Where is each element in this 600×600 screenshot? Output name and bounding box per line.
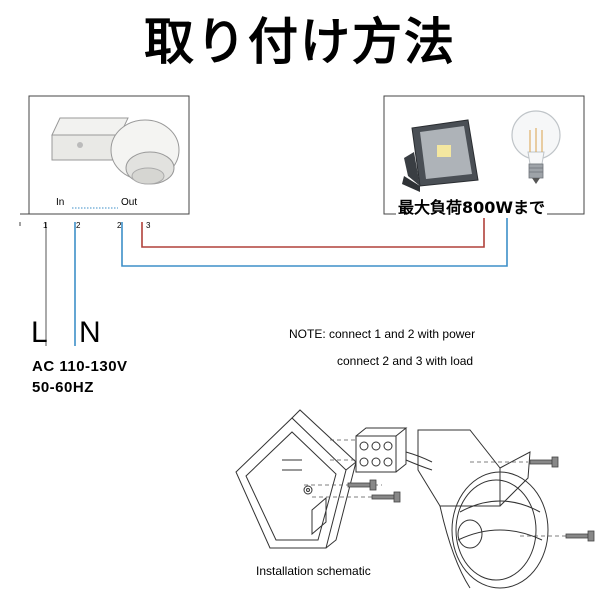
wire-3-load-live: [141, 214, 485, 248]
motion-sensor-image: [51, 117, 180, 185]
live-label: L: [31, 316, 48, 349]
screw-4: [371, 491, 401, 503]
note-load: connect 2 and 3 with load: [337, 354, 474, 368]
screw-1: [529, 456, 559, 468]
terminal-2-out: 2: [117, 221, 122, 230]
out-label: Out: [121, 197, 138, 208]
schematic-caption: Installation schematic: [256, 564, 371, 578]
screw-2: [565, 530, 595, 542]
screw-3: [347, 479, 377, 491]
light-bulb-image: [511, 110, 561, 184]
wire-2-load-neutral: [121, 214, 508, 267]
neutral-label: N: [79, 316, 101, 349]
terminal-1: 1: [43, 221, 48, 230]
in-label: In: [56, 197, 65, 208]
terminal-2-in: 2: [76, 221, 81, 230]
page-title: 取り付け方法: [144, 13, 456, 71]
mounting-bracket: [235, 417, 347, 549]
terminal-block: [355, 427, 408, 473]
screws: [347, 456, 595, 542]
frequency-label: 50-60HZ: [32, 379, 94, 396]
terminal-3: 3: [146, 221, 151, 230]
max-load-label: 最大負荷800Wまで: [396, 194, 548, 218]
note-power: NOTE: connect 1 and 2 with power: [289, 327, 476, 341]
voltage-label: AC 110-130V: [32, 358, 128, 375]
sensor-body: [417, 429, 549, 589]
floodlight-image: [402, 119, 479, 192]
